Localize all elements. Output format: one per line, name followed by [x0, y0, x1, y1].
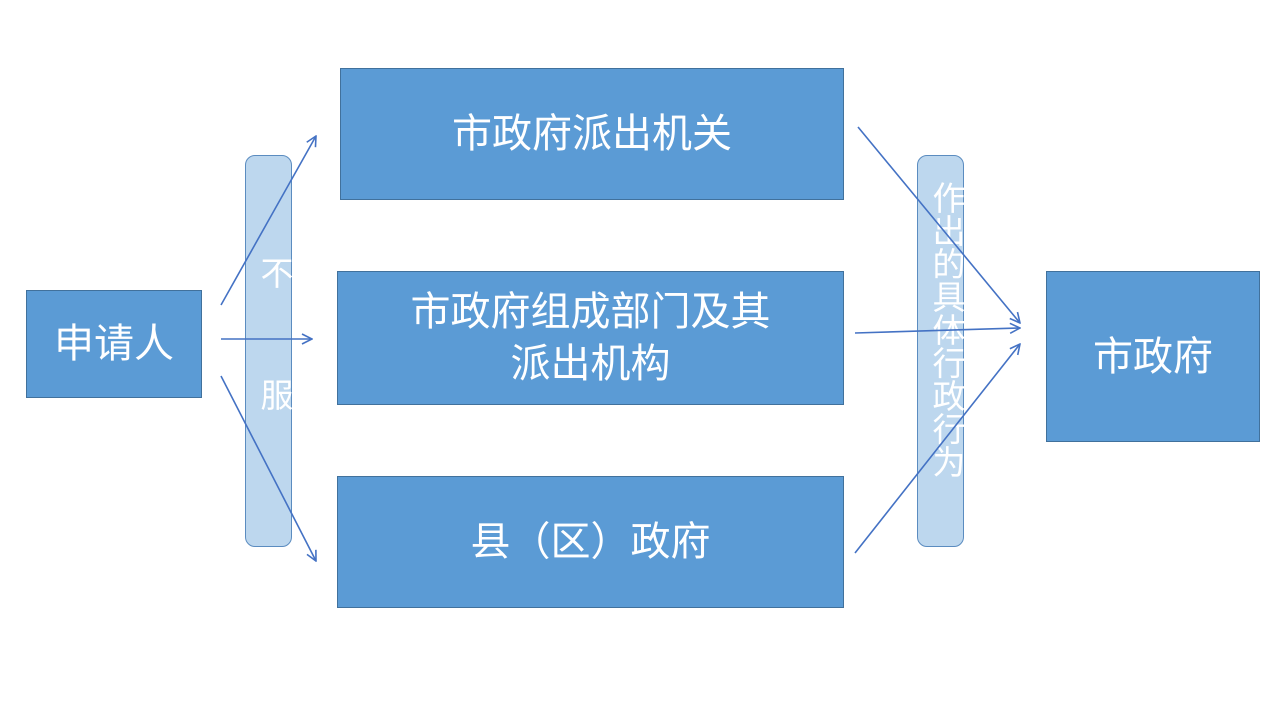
county-government-box: 县（区）政府: [337, 476, 844, 608]
applicant-label: 申请人: [54, 321, 174, 367]
county-government-label: 县（区）政府: [470, 519, 711, 565]
dispatched-organ-label: 市政府派出机关: [452, 111, 732, 157]
city-government-label: 市政府: [1093, 333, 1213, 380]
city-government-box: 市政府: [1046, 271, 1260, 442]
arrow-applicant-to-dispatched: [220, 136, 316, 306]
arrow-dispatched-to-city: [857, 126, 1020, 323]
arrow-departments-to-city: [854, 328, 1020, 333]
dispatched-organ-box: 市政府派出机关: [340, 68, 844, 200]
not-satisfied-bottom-char: 服: [255, 378, 294, 411]
not-satisfied-top-char: 不: [255, 256, 294, 289]
applicant-box: 申请人: [26, 290, 202, 398]
arrow-county-to-city: [854, 344, 1020, 554]
arrow-applicant-to-county: [220, 375, 316, 561]
departments-box: 市政府组成部门及其 派出机构: [337, 271, 844, 405]
departments-label: 市政府组成部门及其 派出机构: [410, 289, 771, 387]
